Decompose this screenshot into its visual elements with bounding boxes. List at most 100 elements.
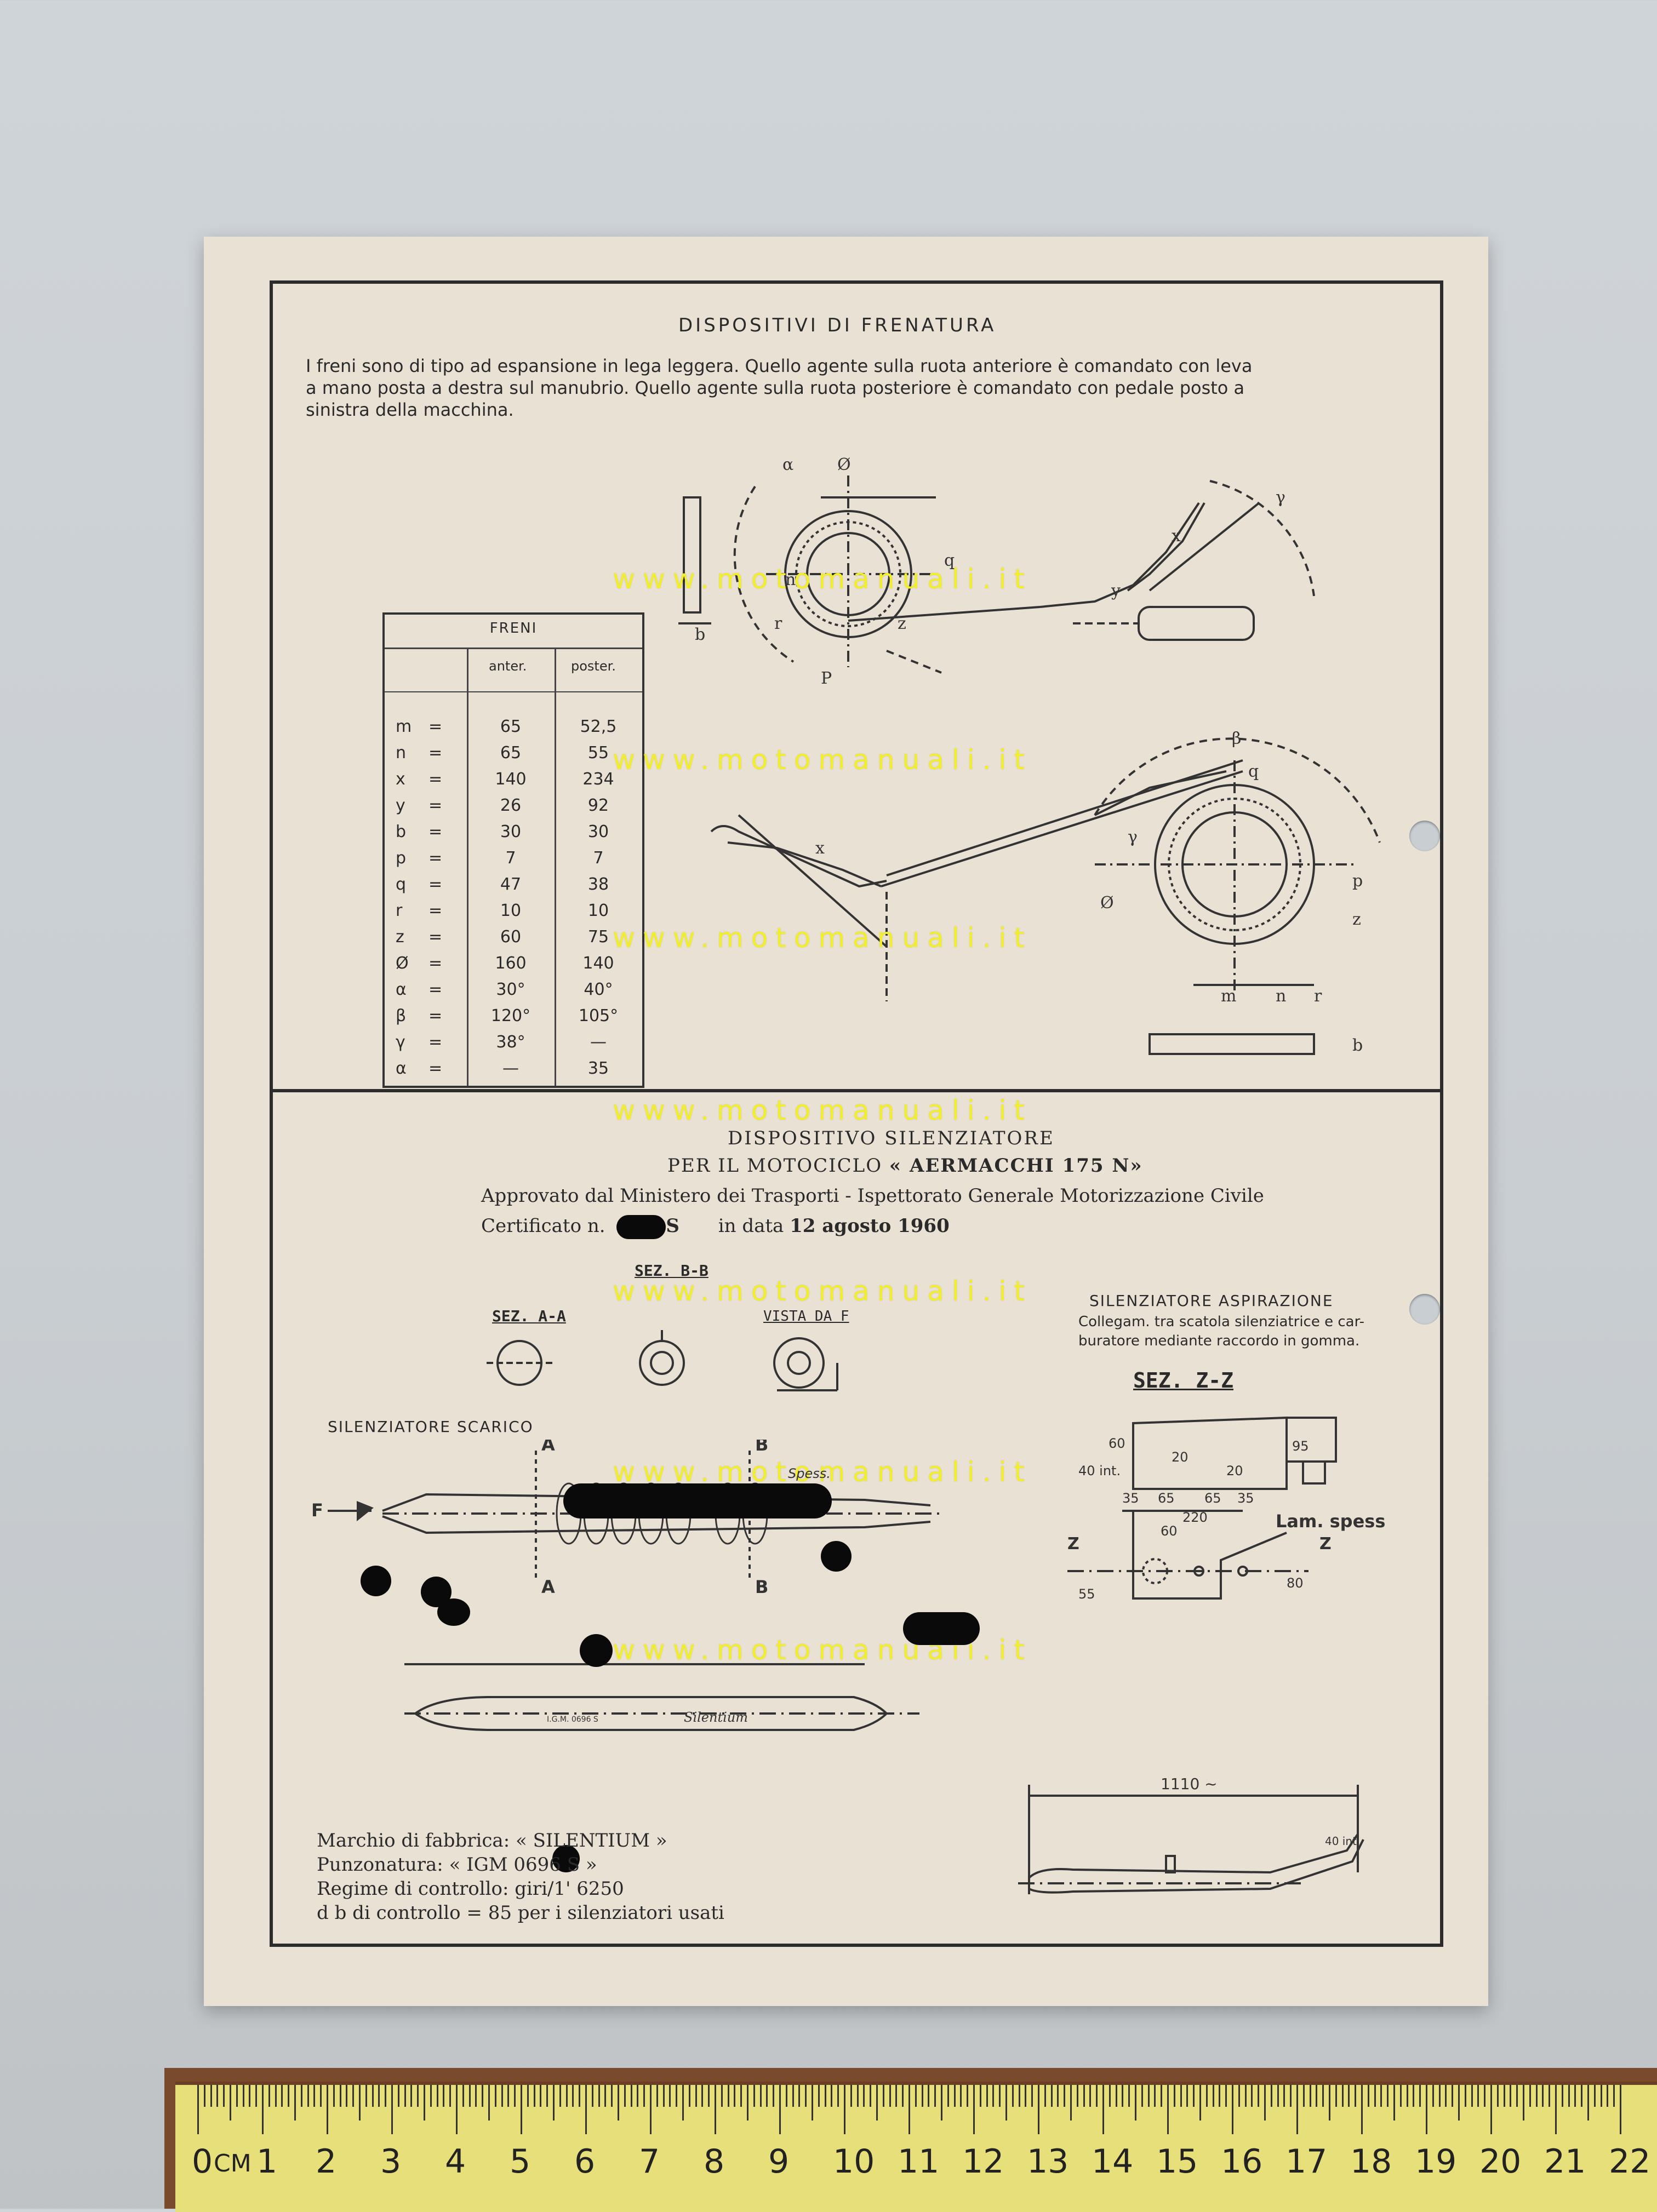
ruler-tick xyxy=(1574,2085,1576,2107)
rear-label-n: n xyxy=(1276,987,1286,1006)
ruler-label: 10 xyxy=(833,2142,875,2181)
ruler-tick xyxy=(1355,2085,1357,2107)
ruler-tick xyxy=(553,2085,555,2121)
ruler-label: 16 xyxy=(1221,2142,1263,2181)
ruler-tick xyxy=(1593,2085,1596,2107)
ruler-label: 20 xyxy=(1479,2142,1522,2181)
freni-cell-p: 30 xyxy=(587,822,609,841)
ruler-label: 8 xyxy=(704,2142,725,2181)
freni-cell-a: 26 xyxy=(500,795,522,815)
ruler-tick xyxy=(275,2085,277,2107)
ruler-tick xyxy=(1413,2085,1415,2107)
ruler-tick xyxy=(630,2085,632,2107)
ruler-tick xyxy=(249,2085,251,2107)
ruler-tick xyxy=(850,2085,852,2107)
freni-cell-p: 92 xyxy=(587,795,609,815)
ruler-label: 19 xyxy=(1415,2142,1457,2181)
watermark-4: www.motomanuali.it xyxy=(613,1094,1033,1126)
ruler-label: 4 xyxy=(445,2142,466,2181)
freni-cell-a: 30 xyxy=(500,822,522,841)
ruler-tick xyxy=(1102,2085,1104,2134)
freni-cell-eq: = xyxy=(428,717,443,736)
ruler-tick xyxy=(1316,2085,1318,2107)
ruler-tick xyxy=(805,2085,807,2107)
cert-date: 12 agosto 1960 xyxy=(790,1215,950,1237)
ruler-tick xyxy=(863,2085,865,2107)
ruler-tick xyxy=(637,2085,639,2107)
ruler-tick xyxy=(300,2085,302,2107)
ruler-tick xyxy=(488,2085,490,2121)
freni-cell-sym: r xyxy=(396,901,403,920)
ruler-label: 9 xyxy=(768,2142,790,2181)
ruler-tick xyxy=(1050,2085,1053,2107)
ruler-tick xyxy=(624,2085,626,2107)
label-gamma: γ xyxy=(1276,488,1285,507)
cert-prefix: Certificato n. xyxy=(481,1215,605,1237)
zz-dimension: 80 xyxy=(1287,1575,1304,1591)
freni-cell-eq: = xyxy=(428,769,443,789)
zz-dimension: 60 xyxy=(1109,1436,1125,1451)
ruler-tick xyxy=(449,2085,452,2107)
ruler-tick xyxy=(1432,2085,1434,2107)
ruler-tick xyxy=(1523,2085,1524,2121)
freni-cell-eq: = xyxy=(428,1006,443,1025)
rear-label-r: r xyxy=(1314,987,1322,1006)
freni-cell-sym: n xyxy=(396,743,407,763)
redaction-blot-3 xyxy=(580,1634,613,1667)
ruler-tick xyxy=(1302,2085,1305,2107)
ruler-tick xyxy=(327,2085,328,2134)
ruler-tick xyxy=(967,2085,969,2107)
ruler-tick xyxy=(785,2085,787,2107)
ruler-tick xyxy=(262,2085,264,2134)
freni-cell-eq: = xyxy=(428,927,443,947)
ruler-tick xyxy=(1561,2085,1563,2107)
scarico-label: SILENZIATORE SCARICO xyxy=(328,1418,534,1436)
ruler-tick xyxy=(1199,2085,1201,2121)
ruler-tick xyxy=(695,2085,697,2107)
ruler-tick xyxy=(1141,2085,1143,2107)
redaction-blot-4 xyxy=(361,1566,391,1596)
ruler-label: 15 xyxy=(1156,2142,1198,2181)
igm-engraving: I.G.M. 0696 S xyxy=(547,1715,598,1724)
rear-label-phi: Ø xyxy=(1100,893,1114,913)
freni-cell-sym: α xyxy=(396,1058,407,1078)
ruler-tick xyxy=(1277,2085,1279,2107)
silentium-engraving: Silentium xyxy=(684,1710,748,1725)
ruler-tick xyxy=(1244,2085,1247,2107)
ruler-tick xyxy=(591,2085,593,2107)
ruler-tick xyxy=(669,2085,671,2107)
ruler-tick xyxy=(1587,2085,1589,2121)
ruler-tick xyxy=(268,2085,270,2107)
ruler-label: 3 xyxy=(380,2142,402,2181)
ruler-tick xyxy=(1089,2085,1092,2107)
freni-cell-sym: Ø xyxy=(396,953,409,973)
ruler-tick xyxy=(747,2085,748,2121)
zz-dimension: 65 xyxy=(1204,1491,1221,1506)
ruler-tick xyxy=(546,2085,548,2107)
ruler-tick xyxy=(941,2085,942,2121)
ruler-tick xyxy=(372,2085,374,2107)
ruler-tick xyxy=(430,2085,432,2107)
col-poster: poster. xyxy=(571,658,616,674)
zz-dimension: 220 xyxy=(1182,1510,1208,1525)
ruler-tick xyxy=(701,2085,704,2107)
freni-cell-a: 38° xyxy=(496,1032,525,1052)
ruler-tick xyxy=(1005,2085,1007,2121)
silenziatore-subtitle: PER IL MOTOCICLO « AERMACCHI 175 N» xyxy=(667,1155,1143,1177)
freni-cell-a: 65 xyxy=(500,743,522,763)
ruler-tick xyxy=(759,2085,762,2107)
zz-dimension: 20 xyxy=(1226,1463,1243,1479)
ruler-tick xyxy=(236,2085,238,2107)
ruler-tick xyxy=(1380,2085,1382,2107)
freni-cell-a: 60 xyxy=(500,927,522,947)
ruler-tick xyxy=(365,2085,367,2107)
ruler-tick xyxy=(992,2085,995,2107)
ruler-tick xyxy=(656,2085,658,2107)
ruler-tick xyxy=(1445,2085,1447,2107)
subtitle-model: « AERMACCHI 175 N» xyxy=(889,1155,1143,1177)
side-view-drawing: 1110 ~ 40 int. xyxy=(1018,1775,1364,1894)
ruler-tick xyxy=(468,2085,471,2107)
